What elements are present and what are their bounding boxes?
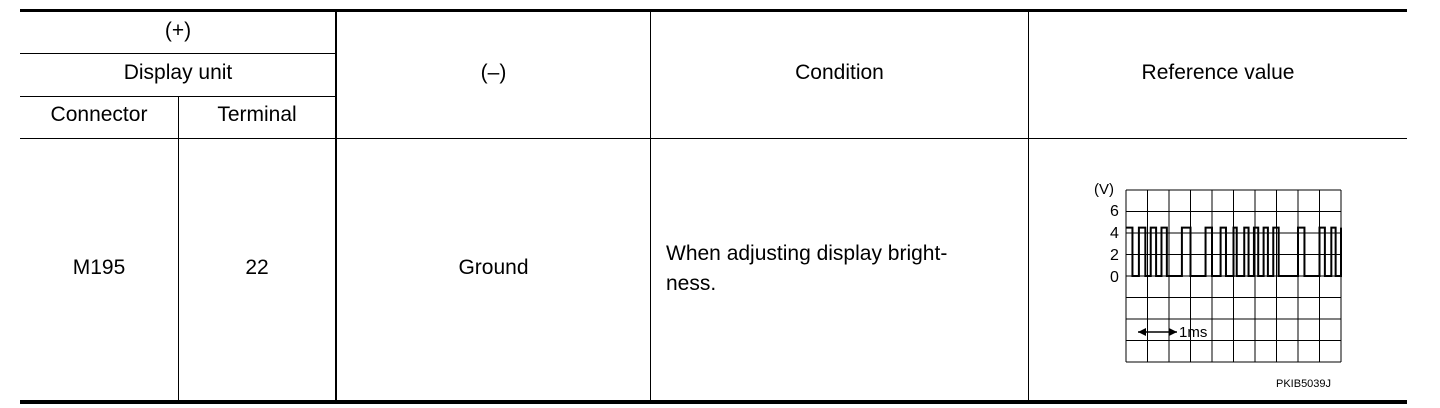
time-scale-arrow bbox=[1138, 328, 1177, 336]
row-connector: M195 bbox=[72, 256, 126, 279]
header-terminal: Terminal bbox=[217, 103, 297, 126]
divider-condition-reference bbox=[1028, 11, 1029, 401]
waveform-signal bbox=[1126, 226, 1342, 277]
waveform-tick-4: 4 bbox=[1110, 225, 1119, 242]
table-bottom-border bbox=[20, 400, 1407, 404]
header-minus: (–) bbox=[480, 61, 507, 84]
header-bottom-rule bbox=[20, 138, 1407, 139]
waveform-time-scale: 1ms bbox=[1179, 324, 1207, 341]
header-reference-value: Reference value bbox=[1141, 61, 1295, 84]
row-minus: Ground bbox=[458, 256, 529, 279]
header-condition: Condition bbox=[795, 61, 884, 84]
header-connector: Connector bbox=[50, 103, 148, 126]
divider-minus-condition bbox=[650, 11, 651, 401]
divider-connector-terminal bbox=[178, 96, 179, 401]
header-rule-plus bbox=[20, 53, 336, 54]
header-display-unit: Display unit bbox=[123, 61, 233, 84]
divider-plus-minus bbox=[335, 11, 337, 401]
row-terminal: 22 bbox=[245, 256, 269, 279]
figure-code: PKIB5039J bbox=[1276, 378, 1331, 390]
waveform-tick-6: 6 bbox=[1110, 203, 1119, 220]
waveform-unit-label: (V) bbox=[1094, 181, 1114, 198]
table-top-border bbox=[20, 9, 1407, 12]
waveform-tick-2: 2 bbox=[1110, 247, 1119, 264]
waveform-figure: (V) 6 4 2 0 1ms PKIB5039J bbox=[1094, 181, 1342, 390]
row-condition: When adjusting display bright- ness. bbox=[666, 242, 948, 295]
waveform-tick-0: 0 bbox=[1110, 269, 1119, 286]
header-plus: (+) bbox=[164, 19, 192, 42]
